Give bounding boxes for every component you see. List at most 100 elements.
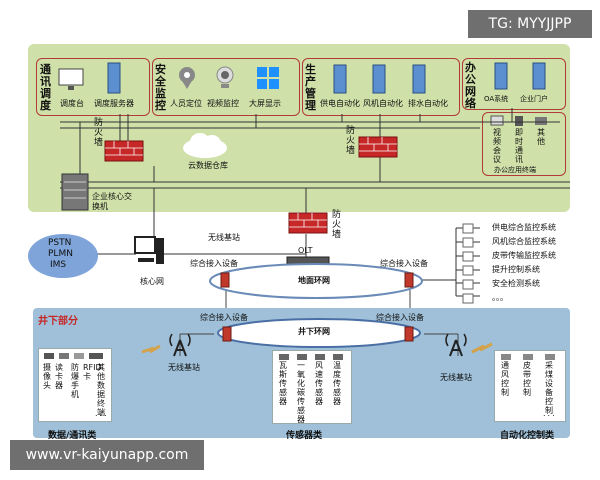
under-wireless-label-right: 无线基站 <box>440 373 472 382</box>
access-device-icon <box>222 326 232 342</box>
other-device-icon <box>535 117 547 125</box>
underground-title: 井下部分 <box>38 316 78 327</box>
sensor-icons <box>279 354 343 360</box>
item-dispatch-server: 调度服务器 <box>94 99 134 108</box>
data-item-explosion-proof-phone: 防爆手机 <box>71 363 79 399</box>
firewall-icon <box>288 212 328 234</box>
core-network-label: 核心网 <box>140 277 164 286</box>
cloud-data-warehouse-label: 云数据仓库 <box>188 161 228 170</box>
item-dispatch-desk: 调度台 <box>60 99 84 108</box>
group-comm <box>36 58 150 116</box>
server-icon <box>494 62 508 90</box>
item-video-monitoring: 视频监控 <box>207 99 239 108</box>
item-video-meeting: 视频会议 <box>493 128 501 164</box>
ground-ring <box>209 263 423 299</box>
data-item-card-reader: 读卡器 <box>55 363 63 390</box>
device-icons <box>44 353 103 359</box>
olt-label: OLT <box>298 246 313 255</box>
automation-box: 通风控制 皮带控制 采煤设备控制 ... <box>494 350 566 422</box>
ims-label: IMS <box>50 260 67 270</box>
data-item-camera: 摄像头 <box>43 363 51 390</box>
auto-mining: 采煤设备控制 <box>545 361 553 415</box>
core-switch-label: 企业核心交换机 <box>92 192 132 211</box>
group-office <box>462 58 566 110</box>
server-icon <box>532 62 546 90</box>
item-enterprise-portal: 企业门户 <box>520 95 548 103</box>
system-safety: 安全检测系统 <box>492 279 540 288</box>
data-terminals-label: 数据/通讯类 <box>48 431 97 441</box>
group-production <box>302 58 460 116</box>
sensors-label: 传感器类 <box>286 431 323 441</box>
access-device-label-left: 综合接入设备 <box>190 259 238 268</box>
sensor-wind-speed: 风速传感器 <box>315 361 323 406</box>
system-fan: 风机综合监控系统 <box>492 237 556 246</box>
sensor-gas: 瓦斯传感器 <box>279 361 287 406</box>
core-switch-icon <box>61 173 89 211</box>
automation-icons <box>501 354 555 360</box>
system-belt: 皮带传输监控系统 <box>492 251 556 260</box>
group-production-title: 生产管理 <box>305 63 316 112</box>
phone-icon <box>515 116 523 126</box>
item-drainage-automation: 排水自动化 <box>408 99 448 108</box>
server-icon <box>107 62 121 94</box>
auto-ventilation: 通风控制 <box>501 361 509 397</box>
video-conference-icon <box>490 115 504 126</box>
data-dots: ... <box>95 409 109 418</box>
wireless-base-label-top: 无线基站 <box>208 233 240 242</box>
sensors-box: 瓦斯传感器 一氧化碳传感器 风速传感器 温度传感器 <box>272 350 352 424</box>
item-big-screen: 大屏显示 <box>249 99 281 108</box>
document-icon <box>462 279 474 290</box>
system-more: 。。。 <box>492 293 508 302</box>
item-fan-automation: 风机自动化 <box>363 99 403 108</box>
access-device-icon <box>404 326 414 342</box>
pstn-label: PSTN <box>48 238 72 248</box>
server-icon <box>372 64 386 94</box>
watermark-bottom: www.vr-kaiyunapp.com <box>10 440 204 470</box>
under-access-label-right: 综合接入设备 <box>376 313 424 322</box>
document-icon <box>462 251 474 262</box>
antenna-icon <box>445 333 467 357</box>
firewall-label-middle: 防火墙 <box>332 210 342 240</box>
group-comm-title: 通讯调度 <box>40 63 51 112</box>
firewall-icon <box>104 140 144 162</box>
group-office-apps <box>482 112 566 176</box>
firewall-icon <box>358 136 398 158</box>
data-terminals-box: 摄像头 读卡器 防爆手机 RFID卡 其他数据终端 ... <box>38 348 112 422</box>
item-instant-messaging: 即时通讯 <box>515 128 523 164</box>
ground-ring-label: 地面环网 <box>298 276 330 285</box>
server-icon <box>412 64 426 94</box>
antenna-icon <box>169 333 191 357</box>
pstn-cloud-icon <box>28 234 98 278</box>
plmn-label: PLMN <box>48 249 73 259</box>
cloud-icon <box>183 133 227 158</box>
sensor-temperature: 温度传感器 <box>333 361 341 406</box>
computer-icon <box>134 236 164 264</box>
monitor-icon <box>58 68 84 90</box>
data-item-other-terminal: 其他数据终端 <box>97 363 105 417</box>
access-device-icon <box>220 272 230 288</box>
data-item-rfid: RFID卡 <box>83 363 102 381</box>
automation-label: 自动化控制类 <box>500 431 555 441</box>
firewall-label-left: 防火墙 <box>94 118 104 148</box>
auto-dots: ... <box>543 409 557 418</box>
access-device-label-right: 综合接入设备 <box>380 259 428 268</box>
sensor-co: 一氧化碳传感器 <box>297 361 305 424</box>
camera-icon <box>216 66 234 88</box>
under-access-label-left: 综合接入设备 <box>200 313 248 322</box>
document-icon <box>462 223 474 234</box>
group-safety-title: 安全监控 <box>155 63 166 112</box>
document-icon <box>462 237 474 248</box>
windows-screen-icon <box>257 67 279 89</box>
document-icon <box>462 265 474 276</box>
document-icon <box>462 293 474 304</box>
watermark-top: TG: MYYJJPP <box>468 10 592 38</box>
office-apps-label: 办公应用终端 <box>494 166 536 174</box>
underground-ring-label: 井下环网 <box>298 327 330 336</box>
item-oa-system: OA系统 <box>484 95 509 103</box>
under-wireless-label-left: 无线基站 <box>168 363 200 372</box>
access-device-icon <box>404 272 414 288</box>
item-other-app: 其他 <box>537 128 545 146</box>
system-power: 供电综合监控系统 <box>492 223 556 232</box>
item-personnel-location: 人员定位 <box>170 99 202 108</box>
